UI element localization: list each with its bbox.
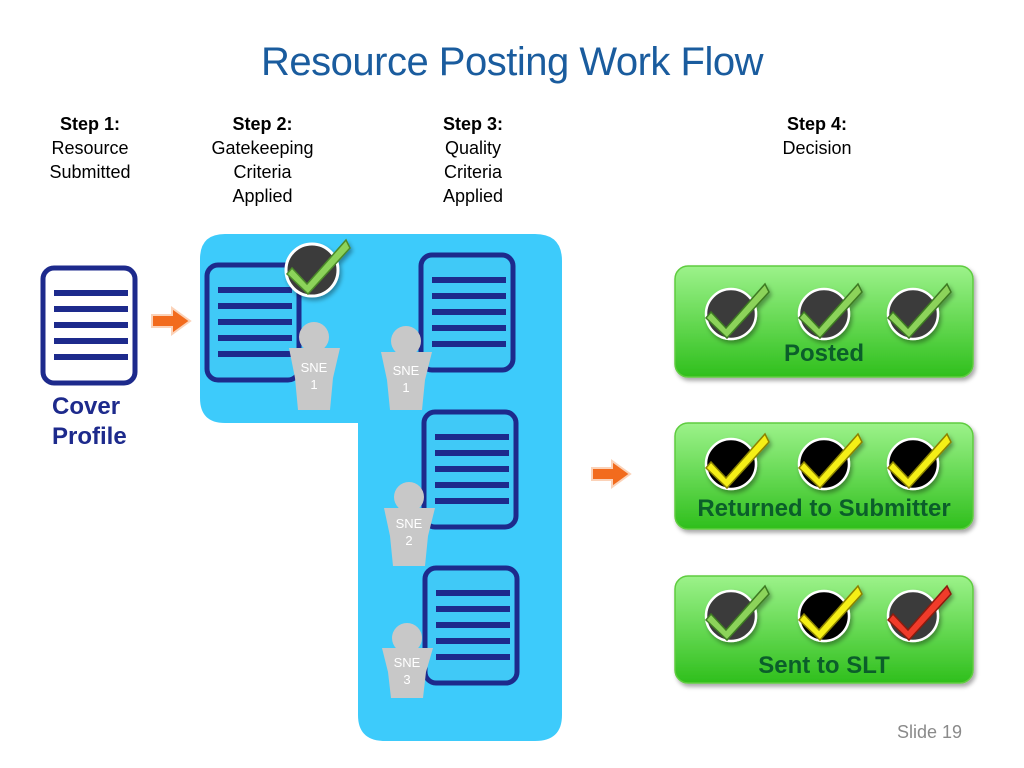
outcome-label-returned: Returned to Submitter — [697, 495, 951, 522]
check-mark-icon — [704, 584, 770, 643]
reviewer-number: 1 — [310, 377, 318, 392]
outcome-label-sent: Sent to SLT — [758, 652, 890, 679]
check-mark-icon — [886, 282, 952, 341]
check-mark-icon — [704, 282, 770, 341]
check-mark-icon — [797, 432, 863, 491]
step-3-line-2: Criteria — [443, 162, 502, 182]
step-2-line-1: Gatekeeping — [211, 138, 314, 158]
document-icon — [421, 409, 519, 530]
step-4-label: Step 4: Decision — [762, 112, 872, 160]
step-1-heading: Step 1: — [59, 114, 120, 134]
document-icon — [418, 252, 516, 373]
reviewer-figure-icon — [381, 326, 432, 410]
step-2-line-3: Applied — [232, 186, 293, 206]
check-mark-icon — [704, 432, 770, 491]
cover-profile-line-2: Profile — [52, 423, 127, 450]
reviewer-figure-icon — [289, 322, 340, 410]
check-mark-icon — [797, 282, 863, 341]
reviewer-name: SNE — [300, 360, 328, 375]
document-icon — [422, 565, 520, 686]
arrow-right-icon — [151, 306, 192, 336]
outcome-checks — [704, 282, 952, 643]
reviewer-number: 3 — [403, 672, 411, 687]
step-1-line-1: Resource — [51, 138, 129, 158]
reviewer-name: SNE — [393, 655, 421, 670]
reviewer-label: SNE 1 — [296, 359, 332, 393]
step-2-line-2: Criteria — [233, 162, 292, 182]
step-2-label: Step 2: Gatekeeping Criteria Applied — [200, 112, 325, 208]
step-3-label: Step 3: Quality Criteria Applied — [418, 112, 528, 208]
step-4-line-1: Decision — [782, 138, 852, 158]
reviewer-figure-icon — [384, 482, 435, 566]
reviewer-label: SNE 3 — [389, 654, 425, 688]
step-2-heading: Step 2: — [232, 114, 293, 134]
reviewer-label: SNE 2 — [391, 515, 427, 549]
check-mark-icon — [886, 584, 952, 643]
check-mark-icon — [886, 432, 952, 491]
check-mark-icon — [797, 584, 863, 643]
step-3-line-3: Applied — [442, 186, 504, 206]
cover-document-icon — [40, 265, 138, 386]
reviewer-name: SNE — [395, 516, 423, 531]
page-title: Resource Posting Work Flow — [261, 40, 764, 84]
step-4-heading: Step 4: — [786, 114, 847, 134]
reviewer-label: SNE 1 — [388, 362, 424, 396]
document-icon — [204, 262, 302, 383]
arrow-right-icon — [591, 459, 632, 489]
reviewer-figure-icon — [382, 623, 433, 698]
cover-profile-label: Cover Profile — [52, 392, 127, 452]
reviewer-name: SNE — [392, 363, 420, 378]
step-1-label: Step 1: Resource Submitted — [30, 112, 150, 184]
slide-number: Slide 19 — [896, 722, 962, 742]
step-3-line-1: Quality — [444, 138, 502, 158]
reviewer-number: 1 — [402, 380, 410, 395]
step-1-line-2: Submitted — [49, 162, 131, 182]
check-badge-icon — [284, 238, 351, 298]
reviewer-number: 2 — [405, 533, 413, 548]
cover-profile-line-1: Cover — [52, 393, 121, 420]
outcome-label-posted: Posted — [783, 340, 864, 367]
step-3-heading: Step 3: — [442, 114, 503, 134]
